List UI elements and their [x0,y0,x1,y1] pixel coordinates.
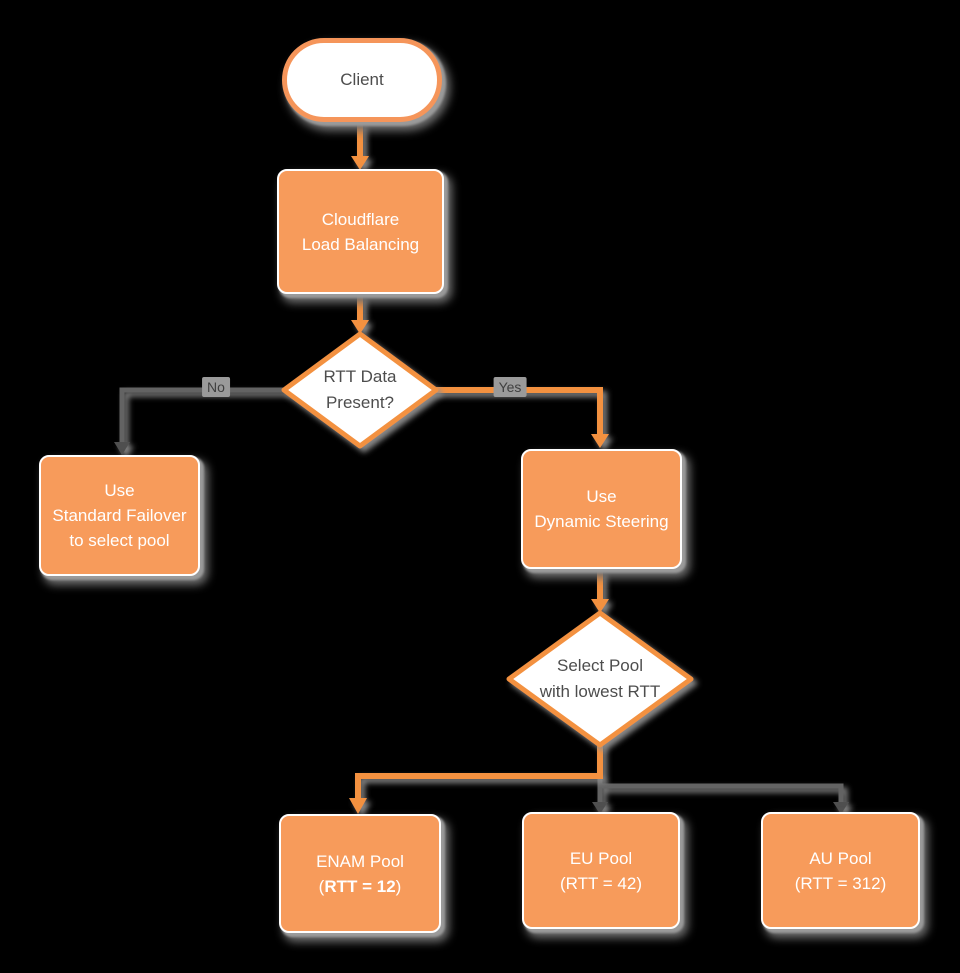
eu-pool-line1: EU Pool [569,848,633,868]
au-pool-line2: (RTT = 312) [794,873,887,893]
edge-label-yes-text: Yes [498,379,522,395]
dynamic-steering-line1: Use [586,487,617,506]
select-pool-line1: Select Pool [557,656,643,675]
dynamic-steering-line2: Dynamic Steering [534,512,669,531]
edge-client-to-lb [351,120,369,170]
edge-lb-to-decision [351,293,369,334]
enam-rtt-close: ) [395,876,402,896]
edge-dynamic-to-select [591,568,609,613]
node-load-balancing-line1: Cloudflare [321,209,400,229]
enam-pool-line1: ENAM Pool [316,851,404,871]
edge-yes-branch [432,387,609,448]
edge-label-no: No [202,377,230,397]
eu-pool-line2: (RTT = 42) [559,873,643,893]
node-load-balancing-line2: Load Balancing [301,234,420,254]
enam-rtt-open: ( [318,876,325,896]
node-eu-pool: EU Pool (RTT = 42) [522,812,680,929]
decision-rtt-data-present-shape [281,331,439,449]
enam-rtt-value: RTT = 12 [324,876,396,896]
node-au-pool: AU Pool (RTT = 312) [761,812,920,929]
select-pool-line2: with lowest RTT [539,682,661,701]
au-pool-line1: AU Pool [809,848,872,868]
node-enam-pool: ENAM Pool (RTT = 12) [279,814,441,933]
edge-label-yes: Yes [493,377,527,397]
standard-failover-line1: Use [104,481,135,500]
edge-select-to-enam [349,743,603,814]
node-client-label: Client [340,70,384,89]
node-client: Client [282,38,442,122]
rtt-decision-line2: Present? [325,393,395,412]
decision-select-pool-shape [506,610,694,748]
edge-label-no-text: No [207,379,225,395]
rtt-decision-line1: RTT Data [323,367,397,386]
node-select-pool-label: Select Pool with lowest RTT [505,651,695,707]
node-standard-failover: Use Standard Failover to select pool [39,455,200,576]
enam-pool-line2: (RTT = 12) [319,874,402,899]
node-rtt-decision-label: RTT Data Present? [280,362,440,418]
node-load-balancing: Cloudflare Load Balancing [277,169,444,294]
edge-gray-pools [592,776,849,814]
edge-no-branch [114,387,288,455]
standard-failover-line3: to select pool [69,531,170,550]
standard-failover-line2: Standard Failover [52,506,187,525]
node-dynamic-steering: Use Dynamic Steering [521,449,682,569]
